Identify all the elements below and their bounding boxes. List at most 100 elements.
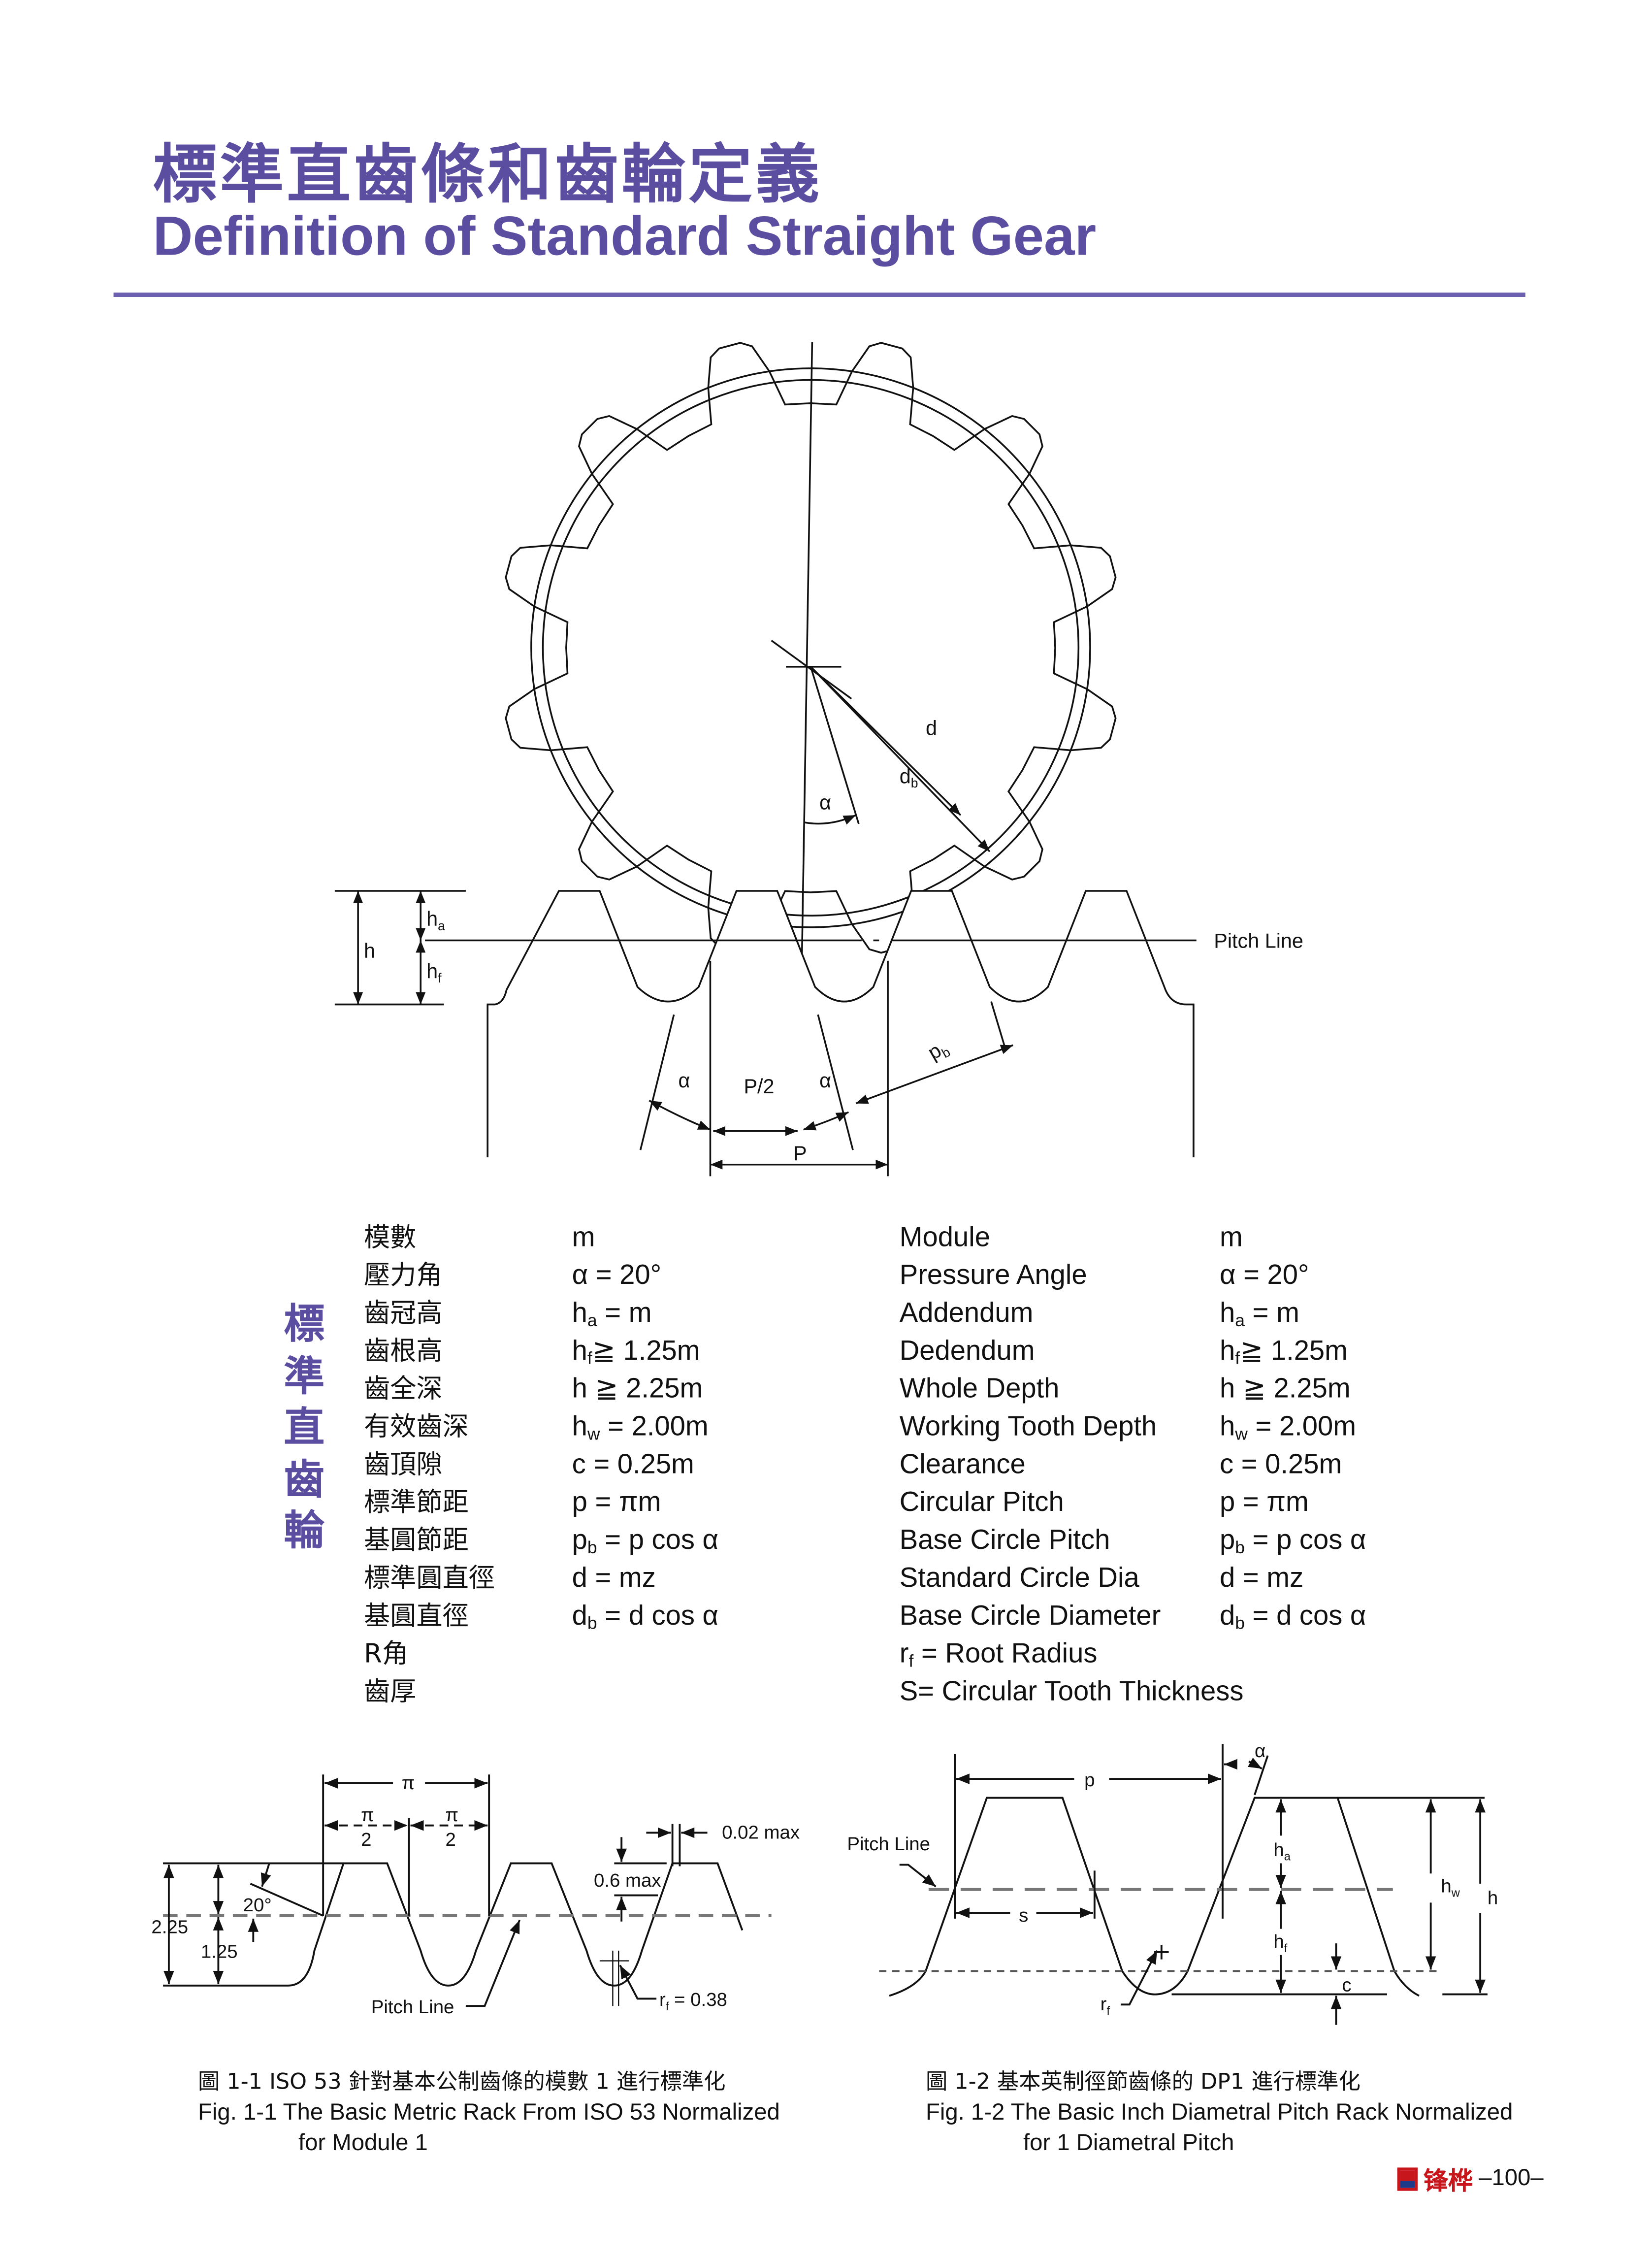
formula-base: h [572,1336,587,1367]
formula-base: h [572,1298,587,1329]
formula-english-column: c = 0.25m [1220,1447,1342,1485]
formula-base: p [1220,1525,1235,1556]
p-label: P [793,1142,807,1165]
formula-subscript: b [587,1613,597,1634]
rf-label: rf = 0.38 [659,1989,727,2013]
rf-label: rf [1101,1994,1110,2018]
formula-rest: = m [1245,1298,1299,1329]
gear-outline [505,342,1117,954]
alpha-left-label: α [678,1069,690,1092]
term-label: Base Circle Diameter [899,1601,1161,1632]
term-english: Base Circle Pitch [900,1523,1110,1561]
fig1-caption-cn: 圖 1-1 ISO 53 針對基本公制齒條的模數 1 進行標準化 [198,2068,726,2095]
vertical-heading-char: 標 [284,1300,325,1348]
formula-english-column: hf≧ 1.25m [1220,1334,1348,1372]
formula-base: r [899,1639,909,1670]
formula-rest: = d cos α [597,1601,719,1632]
term-label: 齒根高 [363,1336,443,1367]
fig2-caption-en: Fig. 1-2 The Basic Inch Diametral Pitch … [925,2100,1513,2126]
term-english: Addendum [900,1296,1034,1334]
formula-subscript: w [587,1423,600,1444]
pb-dimension [855,1044,1013,1105]
formula-base: p = πm [1220,1487,1309,1519]
alpha-right-label: α [819,1069,831,1092]
term-label: 有效齒深 [363,1412,469,1443]
alpha-extension [639,1014,675,1150]
term-chinese: 標準圓直徑 [364,1561,495,1599]
term-english: Clearance [900,1447,1026,1485]
fig1-caption-en: Fig. 1-1 The Basic Metric Rack From ISO … [198,2100,780,2126]
angle-line [250,1883,324,1917]
term-english: Base Circle Diameter [900,1599,1161,1636]
term-label: 標準圓直徑 [363,1563,495,1594]
formula-chinese-column: ha = m [572,1296,652,1334]
fig1-metric-rack [163,1774,772,2007]
term-label: 齒冠高 [363,1298,443,1329]
hf-label: hf [426,960,442,985]
alpha-right-arc [803,1111,849,1131]
fig1-caption-en-cont: for Module 1 [298,2131,428,2156]
term-label: Pressure Angle [899,1260,1087,1291]
pitch-line-label: Pitch Line [847,1833,930,1855]
formula-chinese-column: hw = 2.00m [572,1409,709,1447]
formula-subscript: f [587,1348,592,1369]
alpha-line [810,666,860,824]
term-label: 基圓節距 [363,1525,469,1556]
max-06-label: 0.6 max [594,1870,661,1891]
fig2-caption-cn: 圖 1-2 基本英制徑節齒條的 DP1 進行標準化 [925,2068,1360,2095]
term-label: 齒厚 [363,1677,417,1708]
formula-rest: = p cos α [1245,1525,1366,1556]
fig1-labels: π π 2 π 2 0.02 max 0.6 max 20° 2.25 1.25… [151,1770,800,2018]
angle-label: 20° [243,1895,272,1916]
term-label: Dedendum [899,1336,1035,1367]
formula-base: m [572,1222,595,1254]
hw-label: hw [1441,1876,1460,1900]
pitch-circle [530,367,1091,928]
term-chinese: 齒頂隙 [364,1447,443,1485]
formula-rest: ≧ 1.25m [1240,1336,1348,1367]
db-label: db [900,765,918,790]
alpha-arrow [1248,1757,1263,1770]
rack-outline [486,890,1195,1157]
term-english: Module [900,1220,990,1258]
rf-leader [619,1964,657,2000]
term-label: Module [899,1222,990,1254]
term-chinese: 基圓直徑 [364,1599,469,1636]
ha-label: ha [426,908,445,933]
formula-english-column: p = πm [1220,1485,1309,1523]
formula-english-column: pb = p cos α [1220,1523,1366,1561]
vertical-heading-char: 輪 [284,1506,325,1555]
pi-numerator: π [361,1804,374,1826]
h-label: h [1488,1887,1498,1908]
alpha-left-arc [648,1100,711,1131]
formula-chinese-column: d = mz [572,1561,656,1599]
brand-logo-icon [1397,2166,1418,2191]
alpha-arc [805,814,856,825]
formula-chinese-column: h ≧ 2.25m [572,1371,703,1409]
term-chinese: 壓力角 [364,1258,443,1296]
formula-english-column: m [1220,1220,1243,1258]
term-chinese: 有效齒深 [364,1409,469,1447]
term-label: R角 [363,1639,409,1670]
angle-arrow [260,1863,271,1887]
term-label: 標準節距 [363,1487,469,1519]
formula-base: c = 0.25m [572,1450,694,1481]
formula-english-column: h ≧ 2.25m [1220,1371,1351,1409]
term-english: Whole Depth [900,1371,1060,1409]
formula-rest: = m [597,1298,652,1329]
term-label: Clearance [899,1450,1026,1481]
formula-chinese-column: α = 20° [572,1258,661,1296]
formula-base: p [572,1525,587,1556]
term-english: Working Tooth Depth [900,1409,1157,1447]
pitch-line-label: Pitch Line [371,1996,454,2018]
formula-base: α = 20° [572,1260,662,1291]
formula-english-column: db = d cos α [1220,1599,1366,1636]
page-number: –100– [1479,2165,1544,2191]
formula-subscript: b [587,1537,597,1558]
inch-rack-profile [889,1797,1420,1997]
gear-diagram [334,342,1197,1177]
vertical-heading-char: 直 [284,1403,325,1452]
d-label: d [926,717,937,740]
formula-chinese-column: c = 0.25m [572,1447,694,1485]
pi-numerator: π [446,1804,459,1826]
